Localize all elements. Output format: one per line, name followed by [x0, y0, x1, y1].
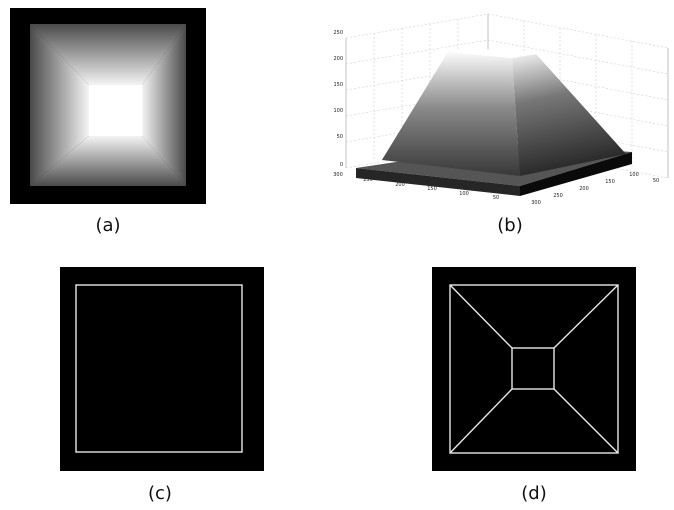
panel-c-edge-square [60, 267, 264, 471]
panel-b-pyramid-top [448, 48, 536, 58]
caption-c: (c) [148, 483, 172, 504]
panel-c-background [60, 267, 264, 471]
panel-c-square-edge [75, 284, 243, 453]
panel-b-left-tick: 150 [427, 186, 437, 192]
panel-a-pyramid-image [10, 8, 206, 204]
panel-b-right-tick: 250 [553, 193, 563, 199]
panel-b-z-tick: 50 [337, 134, 343, 140]
panel-d-diagonal [449, 284, 513, 349]
panel-b-right-tick: 150 [605, 179, 615, 185]
panel-d-diagonal [553, 388, 619, 454]
caption-a: (a) [95, 215, 121, 236]
panel-b-surface-plot: 250 200 150 100 50 0 300 250 200 150 100… [333, 13, 669, 206]
caption-d: (d) [521, 483, 547, 504]
panel-b-right-tick: 50 [653, 178, 659, 184]
panel-b-pyramid-front-face [382, 52, 520, 176]
panel-d-edges [449, 284, 619, 454]
panel-d-diagonal [553, 284, 619, 349]
panel-b-z-tick: 100 [333, 108, 343, 114]
panel-d-pyramid-edges [432, 267, 636, 471]
panel-d-diagonal [449, 388, 513, 454]
panel-b-z-tick: 150 [333, 82, 343, 88]
panel-a-right-face [142, 24, 186, 186]
panel-b-z-tick: 200 [333, 56, 343, 62]
panel-b-left-axis: 300 250 200 150 100 50 [333, 172, 499, 201]
panel-b-base-right-side [520, 152, 632, 196]
panel-b-base-left-side [356, 168, 520, 196]
panel-a-plateau [89, 85, 142, 136]
panel-b-left-tick: 250 [363, 177, 373, 183]
panel-b-left-tick: 200 [395, 182, 405, 188]
panel-a-left-face [30, 24, 89, 186]
panel-b-z-axis: 250 200 150 100 50 0 [333, 30, 343, 168]
panel-a-top-face [30, 24, 186, 85]
panel-d-outer-square [449, 284, 619, 454]
panel-b-left-tick: 300 [333, 172, 343, 178]
panel-b-left-tick: 100 [459, 191, 469, 197]
panel-a-bottom-face [30, 136, 186, 186]
panel-b-right-tick: 300 [531, 200, 541, 206]
panel-d-inner-square [511, 347, 555, 390]
panel-b-right-tick: 200 [579, 186, 589, 192]
caption-b: (b) [497, 215, 523, 236]
panel-b-z-tick: 250 [333, 30, 343, 36]
panel-b-pyramid-right-face [512, 54, 626, 176]
panel-b-left-tick: 50 [493, 195, 499, 201]
panel-b-z-tick: 0 [340, 162, 343, 168]
panel-b-right-tick: 100 [629, 172, 639, 178]
panel-b-right-axis: 300 250 200 150 100 50 [531, 172, 659, 206]
